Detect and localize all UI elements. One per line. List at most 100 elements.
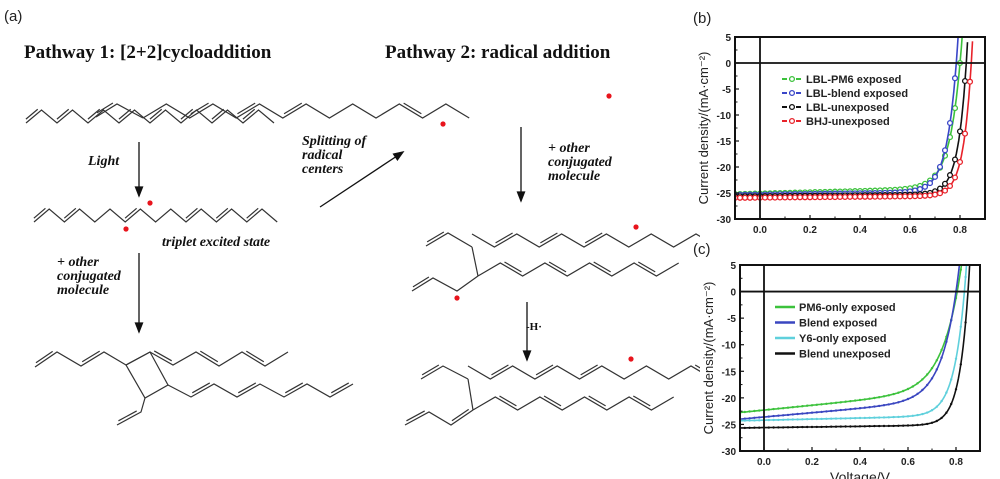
single-bonds bbox=[471, 233, 700, 248]
h-loss-arrow-head bbox=[522, 350, 532, 362]
x-tick-label: 0.2 bbox=[805, 457, 819, 468]
data-point bbox=[863, 416, 866, 420]
y-tick-label: -10 bbox=[717, 111, 732, 122]
pathway2-arrow1-head bbox=[516, 191, 526, 203]
data-point bbox=[834, 401, 838, 404]
data-point bbox=[886, 193, 894, 200]
data-point bbox=[758, 416, 761, 419]
data-point bbox=[830, 402, 833, 405]
data-point bbox=[854, 425, 857, 428]
double-bond bbox=[535, 364, 554, 376]
data-point bbox=[839, 408, 842, 412]
single-bonds bbox=[471, 246, 479, 277]
data-point bbox=[902, 389, 905, 393]
panel-b-label: (b) bbox=[693, 10, 712, 27]
double-bond bbox=[190, 102, 209, 115]
data-point bbox=[916, 423, 919, 427]
data-point bbox=[861, 193, 869, 200]
double-bond bbox=[211, 108, 225, 120]
single-bonds bbox=[477, 262, 680, 277]
double-bond bbox=[63, 207, 77, 219]
data-point bbox=[830, 417, 833, 420]
light-arrow-head bbox=[134, 186, 144, 198]
product-lower-left bbox=[404, 408, 474, 426]
single-bonds bbox=[33, 208, 278, 223]
radical-dot bbox=[606, 93, 612, 99]
data-point bbox=[839, 417, 842, 420]
data-point bbox=[866, 193, 874, 200]
data-point bbox=[892, 392, 895, 396]
data-point bbox=[911, 395, 914, 398]
data-point bbox=[758, 409, 761, 412]
data-point bbox=[830, 425, 833, 428]
data-point bbox=[951, 105, 959, 112]
y-axis-label: Current density/(mA·cm⁻²) bbox=[696, 52, 711, 205]
double-bond bbox=[242, 108, 256, 120]
legend-entry: Blend unexposed bbox=[775, 349, 891, 361]
data-point bbox=[954, 388, 958, 391]
adduct-lower-left bbox=[411, 275, 479, 292]
data-point bbox=[736, 194, 744, 201]
splitting-label: Splitting of radical centers bbox=[302, 134, 367, 177]
data-point bbox=[782, 426, 785, 429]
single-bonds bbox=[167, 383, 354, 398]
legend-entry: LBL-unexposed bbox=[782, 102, 889, 114]
data-point bbox=[810, 404, 814, 407]
cyclobutane-branch-left bbox=[34, 350, 127, 368]
data-point bbox=[951, 156, 959, 163]
data-point bbox=[911, 424, 914, 427]
data-point bbox=[878, 416, 881, 419]
data-point bbox=[834, 417, 838, 420]
pathway1-other-molecule-label: + other conjugated molecule bbox=[57, 255, 121, 298]
y-tick-label: -30 bbox=[722, 447, 737, 458]
double-bond bbox=[412, 276, 430, 288]
double-bond bbox=[426, 231, 445, 243]
pathway1-title: Pathway 1: [2+2]cycloaddition bbox=[24, 42, 272, 63]
pathway2-other-molecule-label: + other conjugated molecule bbox=[548, 141, 612, 184]
data-point bbox=[935, 368, 938, 371]
data-point bbox=[801, 425, 804, 429]
single-bonds bbox=[404, 409, 474, 426]
data-point bbox=[767, 415, 770, 418]
single-bonds bbox=[467, 378, 474, 411]
data-point bbox=[858, 416, 862, 420]
splitting-arrow bbox=[319, 151, 404, 208]
data-point bbox=[901, 193, 909, 200]
double-bond bbox=[200, 350, 219, 363]
data-point bbox=[782, 418, 785, 421]
data-point bbox=[950, 319, 953, 322]
data-point bbox=[868, 425, 871, 428]
double-bond bbox=[543, 395, 562, 407]
y-tick-label: -5 bbox=[722, 85, 731, 96]
data-point bbox=[902, 424, 905, 427]
data-point bbox=[844, 417, 847, 420]
data-point bbox=[873, 396, 876, 400]
single-bonds bbox=[125, 351, 289, 367]
series-group bbox=[740, 265, 971, 430]
series-line bbox=[740, 265, 963, 414]
x-tick-label: 0.0 bbox=[753, 225, 767, 236]
data-point bbox=[746, 194, 754, 201]
data-point bbox=[751, 194, 759, 201]
data-point bbox=[916, 193, 924, 200]
data-point bbox=[916, 413, 919, 417]
data-point bbox=[741, 194, 749, 201]
series-lbl-pm6-exposed bbox=[735, 37, 964, 198]
single-bonds bbox=[411, 275, 479, 292]
single-bonds bbox=[116, 397, 146, 426]
legend-label: PM6-only exposed bbox=[799, 302, 896, 314]
y-tick-label: -30 bbox=[717, 215, 732, 226]
triplet-polyene bbox=[33, 207, 278, 223]
single-bonds bbox=[25, 109, 275, 124]
y-axis-label: Current density/(mA·cm⁻²) bbox=[701, 282, 716, 435]
adduct-upper-chain bbox=[471, 232, 700, 248]
data-point bbox=[921, 192, 929, 199]
data-point bbox=[806, 418, 809, 421]
data-point bbox=[882, 424, 886, 428]
radical-dot bbox=[633, 224, 639, 230]
y-tick-label: -15 bbox=[717, 137, 732, 148]
legend-swatch-marker bbox=[788, 89, 796, 97]
data-point bbox=[956, 128, 964, 135]
legend-swatch-marker bbox=[788, 75, 796, 83]
data-point bbox=[936, 190, 944, 197]
